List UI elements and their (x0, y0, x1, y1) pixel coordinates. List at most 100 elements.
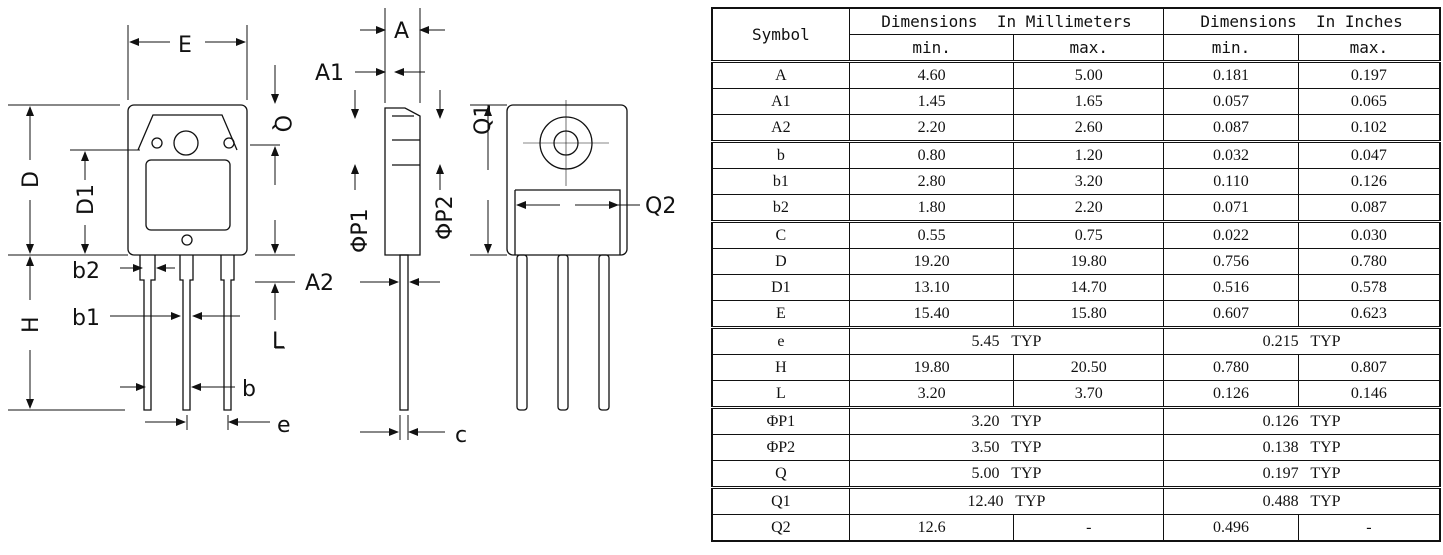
dimensions-table: Symbol Dimensions In Millimeters Dimensi… (711, 7, 1441, 542)
mm-max-cell: 1.20 (1013, 140, 1165, 169)
in-typ-cell: 0.197 TYP (1163, 460, 1441, 488)
in-min-cell: 0.032 (1163, 140, 1299, 169)
in-min-cell: 0.756 (1163, 248, 1299, 275)
symbol-cell: D (711, 248, 850, 275)
in-typ-cell: 0.138 TYP (1163, 434, 1441, 461)
symbol-cell: b (711, 140, 850, 169)
label-H: H (19, 316, 44, 333)
in-min-cell: 0.057 (1163, 88, 1299, 115)
dimension-labels: E A A1 Q Q1 Q2 D D1 H L ΦP1 ΦP2 A2 b2 b1… (19, 19, 676, 448)
mm-min-cell: 19.80 (848, 354, 1015, 381)
mm-max-header: max. (1013, 34, 1165, 62)
mm-min-cell: 0.55 (848, 220, 1015, 249)
mm-max-cell: 15.80 (1013, 300, 1165, 328)
label-D1: D1 (74, 184, 99, 215)
dimension-lines (8, 8, 640, 440)
mm-typ-cell: 5.00 TYP (848, 460, 1165, 488)
in-max-cell: 0.578 (1297, 274, 1441, 301)
mm-min-cell: 13.10 (848, 274, 1015, 301)
label-A2: A2 (305, 271, 334, 296)
label-Q2: Q2 (645, 194, 676, 219)
symbol-cell: ΦP2 (711, 434, 850, 461)
label-E: E (178, 33, 192, 58)
in-min-cell: 0.516 (1163, 274, 1299, 301)
in-min-cell: 0.022 (1163, 220, 1299, 249)
label-c: c (455, 423, 467, 448)
label-phi-P2: ΦP2 (433, 195, 458, 240)
in-max-cell: 0.030 (1297, 220, 1441, 249)
symbol-cell: b2 (711, 194, 850, 222)
mm-typ-cell: 5.45 TYP (848, 326, 1165, 355)
symbol-cell: A (711, 60, 850, 89)
in-min-cell: 0.181 (1163, 60, 1299, 89)
in-max-cell: 0.087 (1297, 194, 1441, 222)
symbol-cell: C (711, 220, 850, 249)
symbol-cell: L (711, 380, 850, 408)
inch-header: Dimensions In Inches (1163, 7, 1441, 35)
mm-min-cell: 2.80 (848, 168, 1015, 195)
symbol-cell: ΦP1 (711, 406, 850, 435)
in-min-cell: 0.126 (1163, 380, 1299, 408)
in-min-cell: 0.087 (1163, 114, 1299, 142)
label-Q: Q (269, 115, 294, 132)
in-max-cell: 0.065 (1297, 88, 1441, 115)
mm-max-cell: 14.70 (1013, 274, 1165, 301)
symbol-cell: D1 (711, 274, 850, 301)
label-b2: b2 (72, 259, 100, 284)
in-max-cell: 0.780 (1297, 248, 1441, 275)
label-L: L (272, 329, 285, 354)
mm-min-cell: 2.20 (848, 114, 1015, 142)
in-typ-cell: 0.488 TYP (1163, 486, 1441, 515)
in-min-cell: 0.780 (1163, 354, 1299, 381)
symbol-cell: A2 (711, 114, 850, 142)
label-b: b (242, 377, 256, 402)
label-A1: A1 (315, 61, 344, 86)
mm-typ-cell: 3.50 TYP (848, 434, 1165, 461)
in-max-cell: 0.146 (1297, 380, 1441, 408)
label-D: D (19, 171, 44, 188)
package-drawing: E A A1 Q Q1 Q2 D D1 H L ΦP1 ΦP2 A2 b2 b1… (8, 8, 676, 448)
mm-typ-cell: 3.20 TYP (848, 406, 1165, 435)
symbol-cell: Q2 (711, 514, 850, 542)
mm-max-cell: 20.50 (1013, 354, 1165, 381)
label-A: A (394, 19, 409, 44)
mm-min-cell: 19.20 (848, 248, 1015, 275)
in-max-cell: 0.126 (1297, 168, 1441, 195)
in-max-cell: - (1297, 514, 1441, 542)
mm-max-cell: 3.70 (1013, 380, 1165, 408)
mm-header: Dimensions In Millimeters (848, 7, 1165, 35)
label-b1: b1 (72, 306, 100, 331)
mm-max-cell: - (1013, 514, 1165, 542)
side-view (384, 107, 421, 411)
in-max-cell: 0.623 (1297, 300, 1441, 328)
mm-max-cell: 0.75 (1013, 220, 1165, 249)
label-e: e (277, 413, 291, 438)
mm-max-cell: 2.20 (1013, 194, 1165, 222)
back-view (506, 100, 628, 411)
mm-max-cell: 3.20 (1013, 168, 1165, 195)
in-max-cell: 0.047 (1297, 140, 1441, 169)
in-min-cell: 0.071 (1163, 194, 1299, 222)
in-typ-cell: 0.126 TYP (1163, 406, 1441, 435)
in-max-cell: 0.807 (1297, 354, 1441, 381)
label-Q1: Q1 (471, 104, 496, 135)
in-min-cell: 0.496 (1163, 514, 1299, 542)
symbol-cell: H (711, 354, 850, 381)
in-min-cell: 0.607 (1163, 300, 1299, 328)
mm-min-cell: 1.45 (848, 88, 1015, 115)
symbol-cell: A1 (711, 88, 850, 115)
